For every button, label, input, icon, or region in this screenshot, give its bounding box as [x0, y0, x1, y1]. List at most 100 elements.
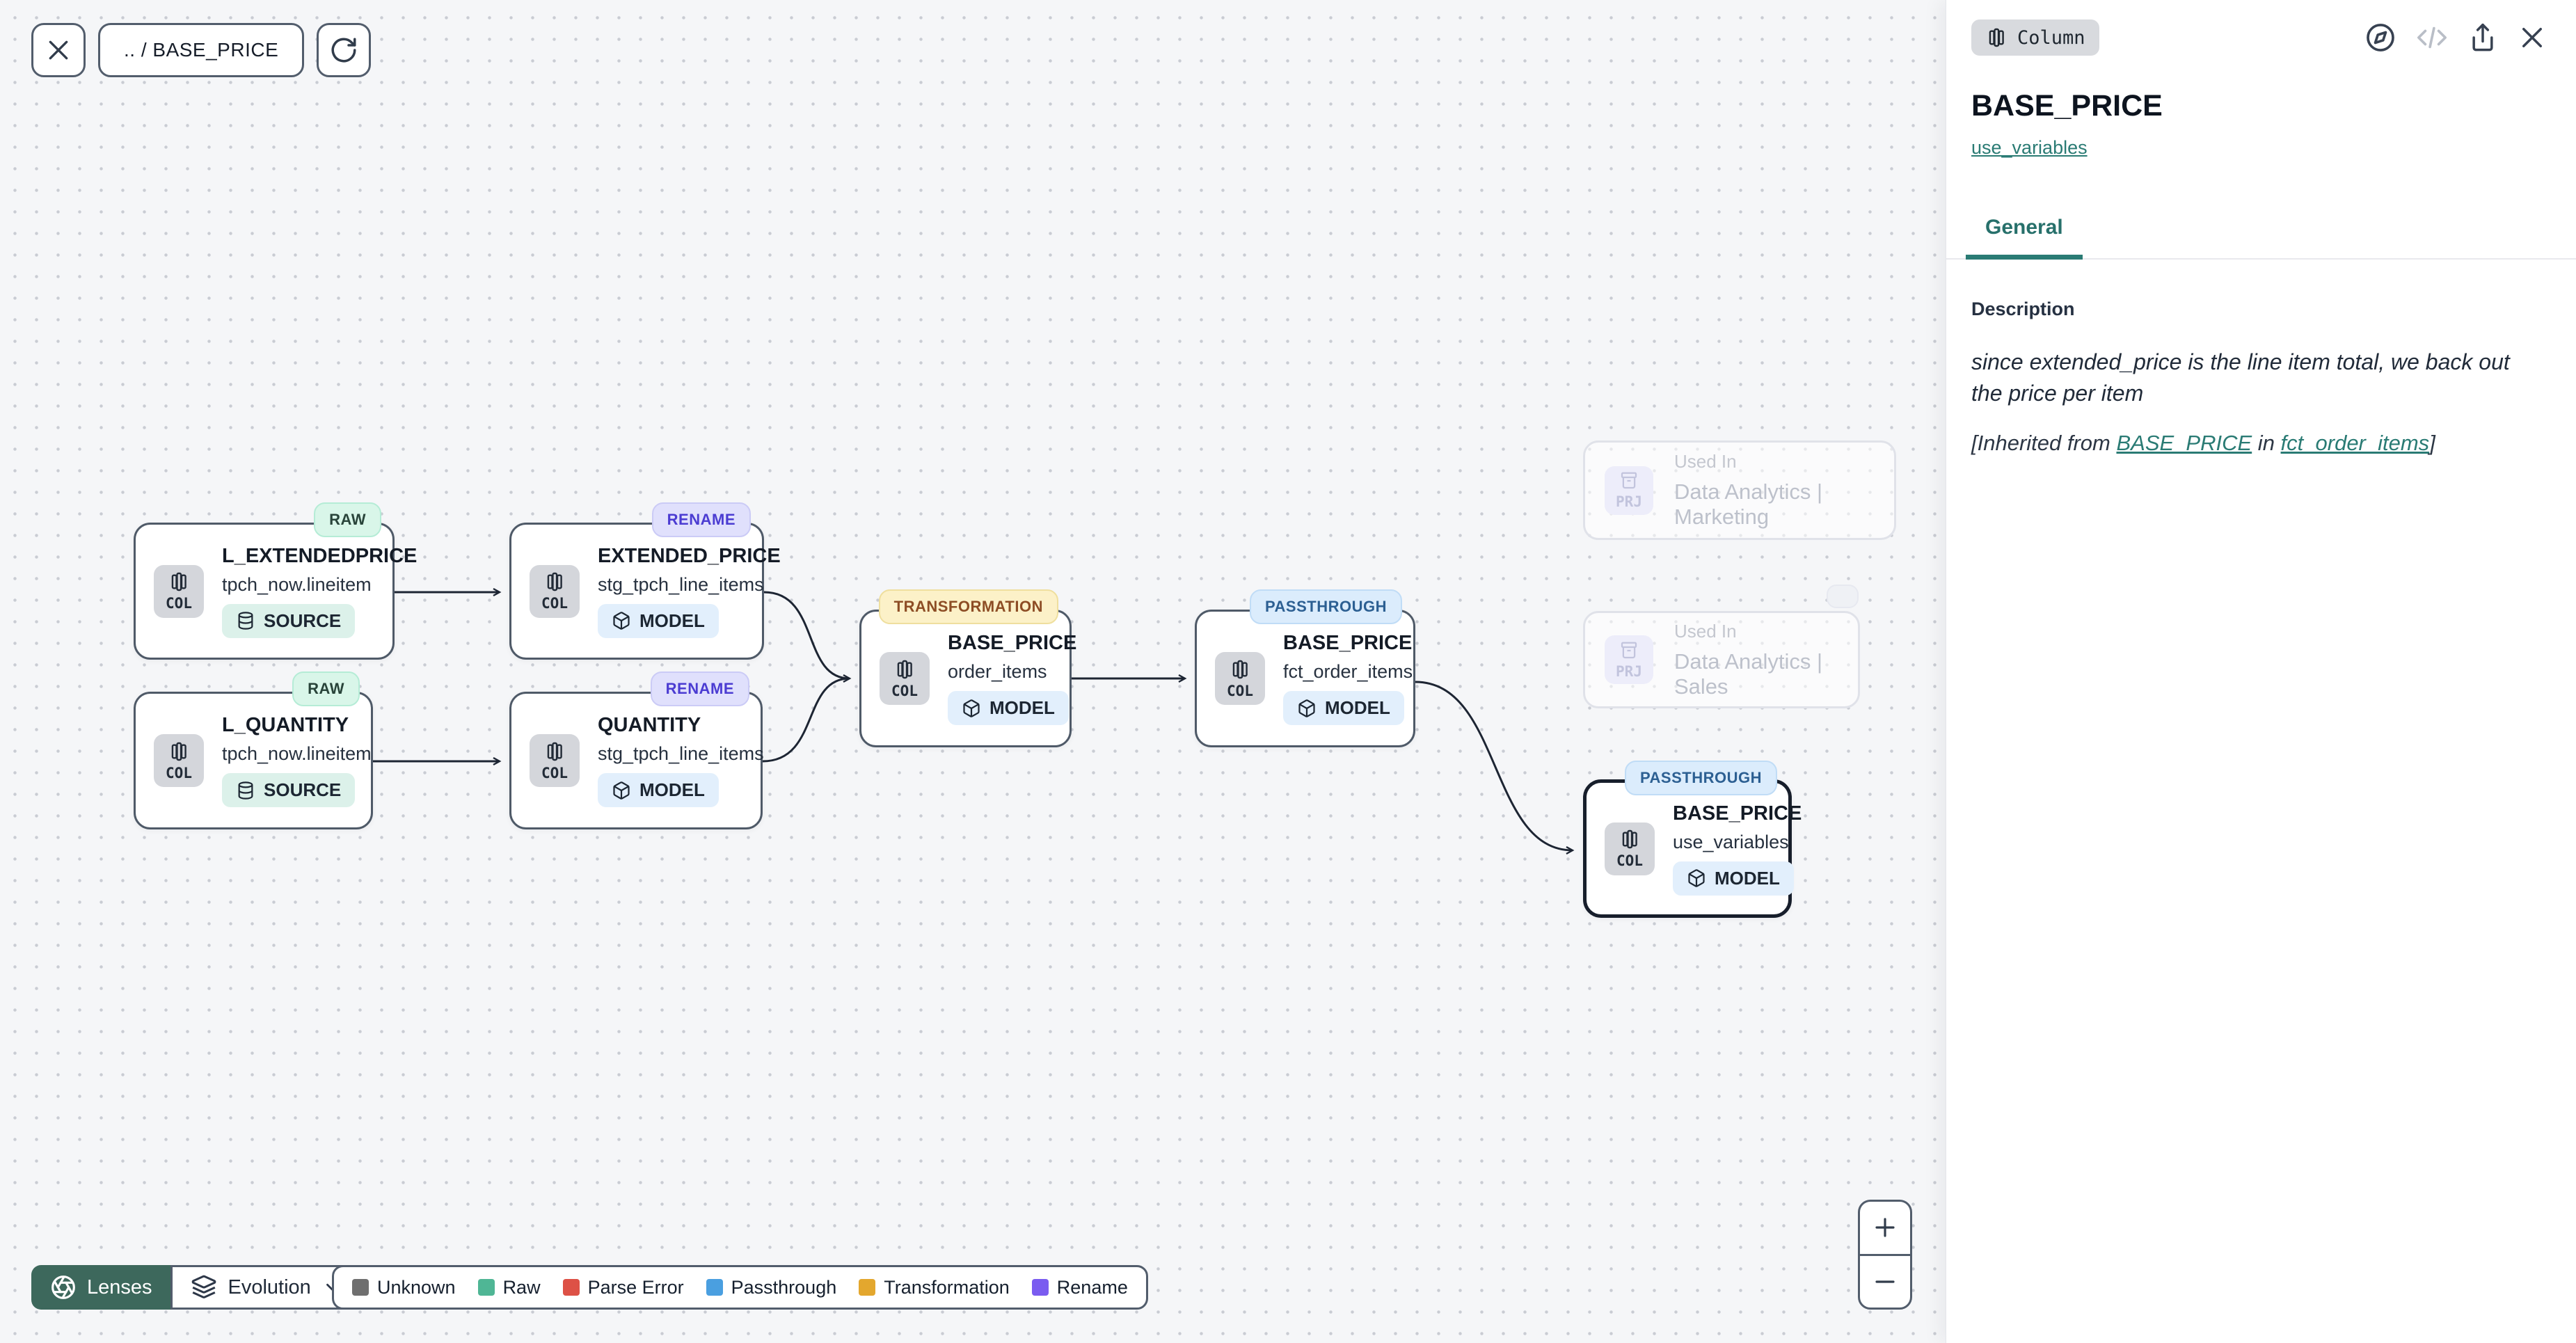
column-type-chip: COL	[1215, 652, 1265, 705]
node-title: EXTENDED_PRICE	[598, 544, 781, 567]
refresh-icon	[331, 38, 356, 63]
inherited-model-link[interactable]: fct_order_items	[2280, 430, 2430, 455]
evolution-legend: Unknown Raw Parse Error Passthrough Tran…	[332, 1265, 1148, 1310]
legend-swatch	[859, 1279, 876, 1296]
node-subtitle: fct_order_items	[1283, 661, 1413, 682]
legend-swatch	[562, 1279, 580, 1296]
node-subtitle: use_variables	[1673, 831, 1789, 852]
node-title: BASE_PRICE	[1283, 632, 1413, 654]
lenses-button[interactable]: Lenses	[31, 1265, 170, 1310]
kind-pill-label: MODEL	[1325, 697, 1390, 718]
refresh-button[interactable]	[317, 23, 372, 77]
canvas-toolbar: .. / BASE_PRICE	[31, 23, 372, 77]
panel-header: Column	[1946, 0, 2576, 56]
kind-pill-source: SOURCE	[222, 603, 356, 638]
kind-pill-label: SOURCE	[264, 610, 342, 631]
used-in-node-marketing[interactable]: PRJ Used In Data Analytics | Marketing	[1583, 440, 1896, 540]
close-panel-icon[interactable]	[2518, 23, 2547, 52]
column-type-chip: COL	[1605, 822, 1655, 875]
entity-type-badge: Column	[1971, 19, 2099, 56]
legend-item-transformation: Transformation	[859, 1277, 1010, 1298]
kind-pill-label: MODEL	[989, 697, 1055, 718]
compass-icon[interactable]	[2364, 22, 2396, 54]
ghost-badge	[1827, 585, 1859, 608]
type-chip-label: COL	[541, 764, 568, 781]
model-link[interactable]: use_variables	[1971, 137, 2088, 158]
cube-icon	[613, 781, 630, 800]
lineage-canvas[interactable]: .. / BASE_PRICE RAW COL L_EXTENDEDPRICE …	[0, 0, 1946, 1343]
detail-panel: Column BASE_PRICE use_variables General …	[1946, 0, 2576, 1343]
close-lineage-button[interactable]	[31, 23, 86, 77]
node-base-price-order-items[interactable]: TRANSFORMATION COL BASE_PRICE order_item…	[859, 589, 1076, 747]
kind-pill-source: SOURCE	[222, 773, 356, 807]
cube-icon	[1298, 699, 1315, 717]
used-in-label: Used In	[1674, 620, 1737, 642]
evolution-badge: TRANSFORMATION	[878, 589, 1058, 624]
minus-icon	[1875, 1280, 1895, 1283]
type-chip-label: COL	[1616, 852, 1643, 869]
edges-layer	[373, 587, 1575, 855]
tab-general[interactable]: General	[1966, 216, 2083, 260]
share-icon[interactable]	[2467, 22, 2498, 53]
legend-item-parse-error: Parse Error	[562, 1277, 684, 1298]
node-subtitle: stg_tpch_line_items	[598, 573, 764, 595]
lens-dropdown[interactable]: Evolution	[170, 1265, 363, 1310]
database-icon	[238, 612, 253, 630]
node-quantity[interactable]: RENAME COL QUANTITY stg_tpch_line_items …	[509, 672, 764, 829]
evolution-badge: RAW	[314, 502, 381, 537]
columns-icon	[547, 572, 562, 591]
project-type-chip: PRJ	[1605, 466, 1653, 515]
columns-icon	[1989, 28, 2004, 47]
node-base-price-fct-order-items[interactable]: PASSTHROUGH COL BASE_PRICE fct_order_ite…	[1195, 589, 1415, 747]
description-body: since extended_price is the line item to…	[1971, 349, 2510, 406]
cube-icon	[963, 699, 980, 717]
used-in-node-sales[interactable]: PRJ Used In Data Analytics | Sales	[1583, 611, 1860, 708]
legend-swatch	[706, 1279, 723, 1296]
panel-title: BASE_PRICE	[1971, 89, 2163, 122]
kind-pill-label: MODEL	[1715, 867, 1780, 889]
node-subtitle: order_items	[948, 661, 1047, 682]
type-chip-label: PRJ	[1616, 493, 1642, 510]
close-icon	[49, 40, 68, 60]
kind-pill-model: MODEL	[1673, 861, 1794, 896]
node-l-quantity[interactable]: RAW COL L_QUANTITY tpch_now.lineitem SOU…	[134, 672, 373, 829]
columns-icon	[171, 572, 186, 591]
zoom-out-button[interactable]	[1860, 1256, 1910, 1308]
columns-icon	[1622, 829, 1637, 849]
node-extended-price[interactable]: RENAME COL EXTENDED_PRICE stg_tpch_line_…	[509, 502, 781, 660]
kind-pill-label: MODEL	[639, 779, 705, 800]
description-heading: Description	[1971, 299, 2075, 319]
type-chip-label: COL	[541, 595, 568, 612]
zoom-controls	[1858, 1200, 1912, 1310]
node-title: L_EXTENDEDPRICE	[222, 544, 418, 567]
cube-icon	[613, 612, 630, 630]
inherited-column-link[interactable]: BASE_PRICE	[2116, 430, 2252, 455]
evolution-badge: RENAME	[650, 672, 749, 706]
kind-pill-label: MODEL	[639, 610, 705, 631]
legend-swatch	[1031, 1279, 1049, 1296]
evolution-badge: PASSTHROUGH	[1625, 761, 1777, 795]
database-icon	[238, 781, 253, 800]
kind-pill-model: MODEL	[598, 603, 719, 638]
node-base-price-use-variables[interactable]: PASSTHROUGH COL BASE_PRICE use_variables…	[1583, 761, 1802, 918]
evolution-badge: RENAME	[651, 502, 751, 537]
columns-icon	[897, 660, 912, 678]
layers-icon	[191, 1275, 216, 1298]
type-chip-label: COL	[891, 682, 918, 699]
evolution-badge: RAW	[292, 672, 360, 706]
entity-type-label: Column	[2017, 26, 2085, 49]
type-chip-label: COL	[166, 764, 192, 781]
breadcrumb-label: .. / BASE_PRICE	[124, 39, 279, 61]
zoom-in-button[interactable]	[1860, 1202, 1910, 1256]
code-icon[interactable]	[2416, 22, 2448, 54]
type-chip-label: COL	[1227, 682, 1253, 699]
columns-icon	[171, 742, 186, 761]
legend-swatch	[477, 1279, 495, 1296]
inherited-note: [Inherited from BASE_PRICE in fct_order_…	[1971, 430, 2435, 455]
evolution-badge: PASSTHROUGH	[1250, 589, 1402, 624]
node-l-extendedprice[interactable]: RAW COL L_EXTENDEDPRICE tpch_now.lineite…	[134, 502, 418, 660]
breadcrumb[interactable]: .. / BASE_PRICE	[98, 23, 305, 77]
type-chip-label: COL	[166, 595, 192, 612]
legend-item-raw: Raw	[477, 1277, 541, 1298]
